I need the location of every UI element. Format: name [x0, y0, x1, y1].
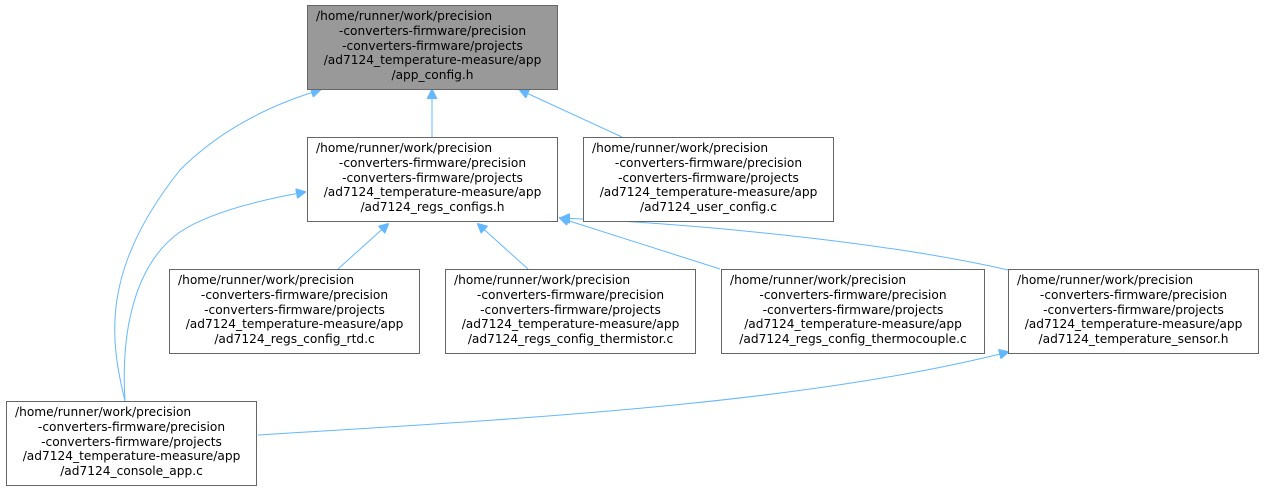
node-line: -converters-firmware/projects [1043, 302, 1224, 317]
node-line: -converters-firmware/projects [480, 302, 661, 317]
node-ad7124-user-config-c[interactable]: /home/runner/work/precision -converters-… [583, 137, 834, 222]
node-line: /ad7124_temperature-measure/app [185, 317, 404, 332]
edge-regs_config_thermistor_c-to-regs_configs_h [478, 224, 529, 270]
node-line: /ad7124_temperature-measure/app [461, 317, 680, 332]
node-line: /ad7124_regs_config_thermocouple.c [739, 332, 967, 347]
node-line: /ad7124_temperature-measure/app [22, 449, 241, 464]
node-line: /home/runner/work/precision [15, 405, 192, 419]
edge-regs_config_thermocouple_c-to-regs_configs_h [560, 218, 721, 270]
node-line: /home/runner/work/precision [592, 141, 769, 155]
edge-console_app_c-to-regs_configs_h [123, 192, 305, 402]
node-line: -converters-firmware/precision [476, 287, 665, 302]
node-line: /ad7124_regs_config_rtd.c [214, 332, 375, 347]
edge-user_config_c-to-app_config [520, 90, 623, 138]
node-line: /home/runner/work/precision [178, 273, 355, 287]
node-line: /home/runner/work/precision [1017, 273, 1194, 287]
node-ad7124-console-app-c[interactable]: /home/runner/work/precision -converters-… [6, 401, 257, 486]
node-line: /ad7124_temperature-measure/app [599, 185, 818, 200]
node-line: -converters-firmware/precision [759, 287, 947, 302]
node-line: -converters-firmware/projects [618, 170, 799, 185]
node-line: -converters-firmware/precision [614, 155, 803, 170]
node-line: -converters-firmware/precision [1039, 287, 1228, 302]
node-app-config-h[interactable]: /home/runner/work/precision -converters-… [307, 5, 558, 90]
node-line: -converters-firmware/precision [338, 23, 527, 38]
node-line: /home/runner/work/precision [454, 273, 631, 287]
node-line: /ad7124_temperature-measure/app [1024, 317, 1243, 332]
node-line: -converters-firmware/projects [41, 434, 222, 449]
edge-console_app_c-to-temperature_sensor_h [257, 352, 1008, 436]
edge-regs_config_rtd_c-to-regs_configs_h [337, 224, 388, 270]
node-line: /ad7124_user_config.c [640, 200, 777, 215]
node-line: /ad7124_temperature-measure/app [323, 185, 542, 200]
node-line: /ad7124_console_app.c [60, 464, 203, 479]
node-line: -converters-firmware/precision [200, 287, 389, 302]
node-line: -converters-firmware/projects [762, 302, 944, 317]
node-ad7124-regs-config-rtd-c[interactable]: /home/runner/work/precision -converters-… [169, 269, 420, 354]
node-ad7124-regs-config-thermocouple-c[interactable]: /home/runner/work/precision -converters-… [721, 269, 985, 354]
node-line: /ad7124_temperature-measure/app [323, 53, 542, 68]
node-ad7124-regs-configs-h[interactable]: /home/runner/work/precision -converters-… [307, 137, 558, 222]
node-line: /home/runner/work/precision [316, 141, 493, 155]
node-line: /ad7124_regs_configs.h [360, 200, 505, 215]
node-line: -converters-firmware/projects [204, 302, 385, 317]
edge-temperature_sensor_h-to-regs_configs_h [561, 218, 1009, 271]
node-line: /ad7124_temperature_sensor.h [1038, 332, 1229, 347]
node-ad7124-regs-config-thermistor-c[interactable]: /home/runner/work/precision -converters-… [445, 269, 696, 354]
node-line: -converters-firmware/precision [338, 155, 527, 170]
node-line: -converters-firmware/projects [342, 38, 523, 53]
node-ad7124-temperature-sensor-h[interactable]: /home/runner/work/precision -converters-… [1008, 269, 1259, 354]
edge-console_app_c-to-app_config [114, 90, 320, 402]
node-line: /home/runner/work/precision [730, 273, 907, 287]
node-line: /home/runner/work/precision [316, 9, 493, 23]
node-line: /ad7124_regs_config_thermistor.c [467, 332, 674, 347]
node-line: /ad7124_temperature-measure/app [744, 317, 962, 332]
node-line: -converters-firmware/projects [342, 170, 523, 185]
node-line: /app_config.h [391, 68, 474, 83]
node-line: -converters-firmware/precision [37, 419, 226, 434]
